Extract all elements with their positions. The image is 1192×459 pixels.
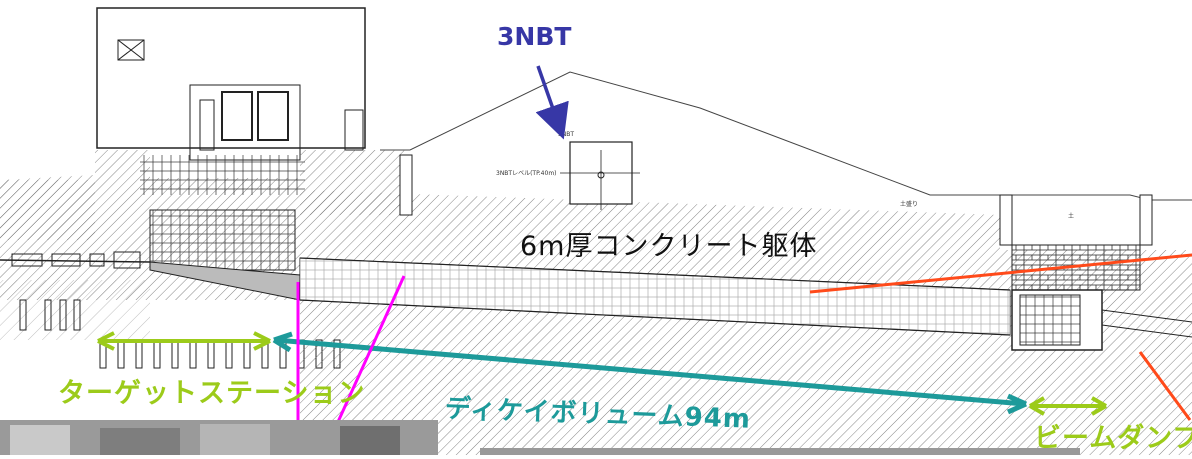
photo-inset-right xyxy=(480,448,1080,455)
target-station-span-arrow xyxy=(97,331,271,351)
photo-inset-left xyxy=(0,420,438,455)
beam-dump-span-arrow xyxy=(1029,396,1107,416)
beam-dump-block xyxy=(1011,289,1192,351)
target-station-label: ターゲットステーション xyxy=(58,378,366,409)
earth-mound xyxy=(380,71,1192,201)
drawing-text-fill: 土盛り xyxy=(900,200,918,208)
concrete-body-label: 6m厚コンクリート躯体 xyxy=(520,231,818,262)
beam-dump-label: ビームダンプ xyxy=(1034,423,1192,454)
nbt-tunnel-section xyxy=(560,141,640,210)
decay-volume-span-arrow xyxy=(272,331,1028,415)
primary-beamline xyxy=(0,251,151,269)
nbt-pointer-arrow xyxy=(535,65,569,140)
drawing-text-soil: 土 xyxy=(1068,212,1074,220)
drawing-text-nbt-level: 3NBTレベル(TP.40m) xyxy=(496,170,557,177)
drawing-text-nbt: 3NBT xyxy=(558,131,574,138)
concrete-pointer-line xyxy=(809,253,1192,294)
target-station-building xyxy=(96,7,366,301)
dump-pointer-line xyxy=(1138,351,1192,421)
three-nbt-label: 3NBT xyxy=(497,22,572,51)
decay-tunnel xyxy=(299,257,1011,336)
